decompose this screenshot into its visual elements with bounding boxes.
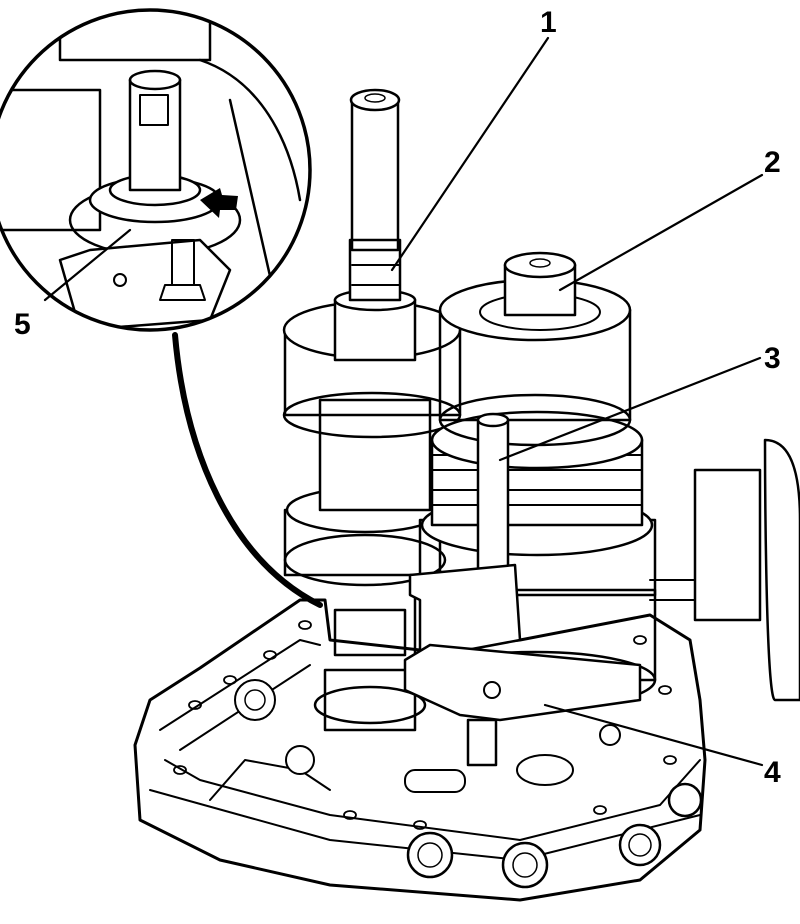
flange-holes (173, 620, 677, 830)
leader-line-2 (558, 173, 764, 292)
callout-2: 2 (764, 146, 781, 179)
leader-line-3 (498, 356, 762, 462)
callout-1: 1 (540, 6, 557, 39)
leader-line-5 (43, 228, 132, 302)
leader-line-1 (390, 36, 550, 272)
adjacent-housing-component (649, 438, 800, 702)
callout-4: 4 (764, 756, 781, 789)
callout-3: 3 (764, 342, 781, 375)
callout-5: 5 (14, 308, 31, 341)
detail-inset (0, 8, 323, 608)
housing-bolt-bosses (234, 679, 703, 889)
leader-line-4 (543, 703, 764, 767)
input-shaft-assembly (282, 88, 462, 732)
leader-lines (43, 36, 764, 767)
shift-rod-and-fork (403, 412, 642, 767)
output-shaft-assembly (413, 251, 657, 710)
